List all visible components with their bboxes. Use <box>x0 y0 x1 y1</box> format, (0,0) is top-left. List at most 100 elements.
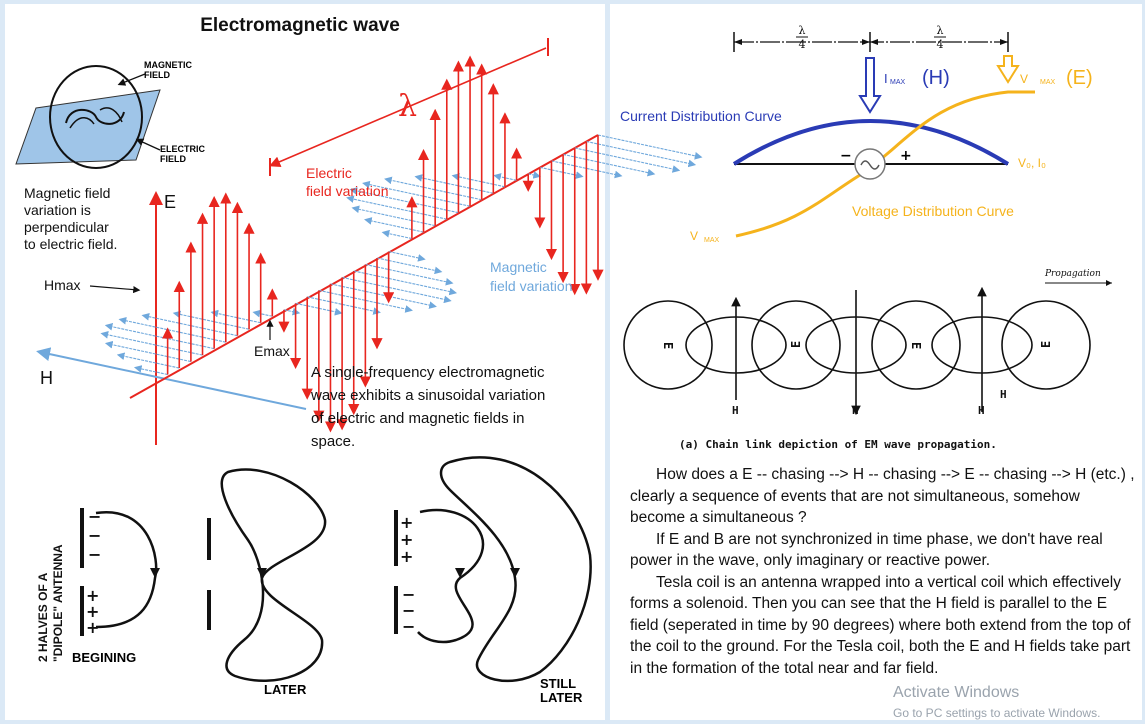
magnetic-field-vector <box>118 316 226 343</box>
magnetic-field-vector <box>597 134 703 160</box>
magnetic-field-vector <box>362 180 471 207</box>
e-loop-label: E <box>909 342 923 349</box>
vmin-label: V <box>690 229 698 243</box>
svg-text:A single-frequency electromagn: A single-frequency electromagnetic <box>311 364 545 381</box>
inset-magnetic-label-2: FIELD <box>144 70 170 80</box>
magnetic-field-vector <box>551 160 623 179</box>
magnetic-field-vector <box>451 173 506 188</box>
paragraph-1: How does a E -- chasing --> H -- chasing… <box>630 466 1135 526</box>
magnetic-field-vector <box>346 195 447 220</box>
svg-text:perpendicular: perpendicular <box>24 219 109 235</box>
electric-variation-label: Electric field variation <box>306 165 389 199</box>
magnetic-field-vector <box>388 250 426 262</box>
svg-text:−: − <box>88 526 101 545</box>
svg-text:(E): (E) <box>1066 67 1093 89</box>
lambda-label: λ <box>398 89 417 124</box>
paragraph-3: Tesla coil is an antenna wrapped into a … <box>630 573 1131 677</box>
magnetic-field-vector <box>252 309 273 318</box>
v0-i0-label: V₀, I₀ <box>1018 156 1046 170</box>
stage-still-label: STILL <box>540 676 576 691</box>
current-distribution-curve <box>732 119 1010 166</box>
h-loop-label: H <box>852 404 859 417</box>
propagation-label: Propagation <box>1044 269 1101 279</box>
magnetic-field-vector <box>586 140 697 168</box>
svg-text:MAX: MAX <box>1040 79 1056 86</box>
svg-text:of electric and magnetic field: of electric and magnetic fields in <box>311 410 524 427</box>
magnetic-field-vector <box>100 331 203 356</box>
field-inset: MAGNETIC FIELD ELECTRIC FIELD <box>15 60 206 169</box>
svg-text:+: + <box>400 513 413 532</box>
e-field-loop <box>871 300 961 390</box>
svg-text:(H): (H) <box>922 67 950 89</box>
svg-text:MAX: MAX <box>704 237 720 244</box>
em-wave-diagram: Electromagnetic wave MAGNETIC FIELD ELEC… <box>15 15 703 450</box>
magnetic-field-vector <box>349 187 459 214</box>
svg-text:−: − <box>402 601 415 620</box>
dipole-stage-2: LATER <box>207 468 327 697</box>
vmax-arrow <box>996 55 1020 84</box>
svg-text:variation is: variation is <box>24 202 91 218</box>
h-loop-label: H <box>732 404 739 417</box>
magnetic-field-vector <box>116 352 180 369</box>
svg-text:−: − <box>88 507 101 526</box>
e-field-loop <box>751 300 841 390</box>
voltage-curve-label: Voltage Distribution Curve <box>852 203 1014 219</box>
vmax-label: V <box>1020 72 1028 86</box>
magnetic-field-vector <box>574 147 681 173</box>
current-curve-label: Current Distribution Curve <box>620 108 782 124</box>
em-wave-caption: A single-frequency electromagnetic wave … <box>310 364 545 450</box>
paragraph-2: If E and B are not synchronized in time … <box>630 530 1103 570</box>
electric-field-arrows <box>162 55 604 433</box>
imax-label: I <box>884 71 888 86</box>
magnetic-field-vector <box>133 365 168 376</box>
magnetic-field-vector <box>562 153 656 177</box>
svg-text:+: + <box>400 547 413 566</box>
svg-text:Magnetic field: Magnetic field <box>24 185 110 201</box>
emax-label: Emax <box>254 343 290 359</box>
svg-text:field variation: field variation <box>490 278 573 294</box>
magnetic-field-vector <box>364 217 424 233</box>
em-wave-title: Electromagnetic wave <box>200 15 400 36</box>
svg-text:+: + <box>900 148 912 164</box>
magnetic-field-vector <box>528 171 542 179</box>
chain-caption: (a) Chain link depiction of EM wave prop… <box>679 438 997 451</box>
wavelength-arrow <box>269 47 547 168</box>
svg-text:"DIPOLE" ANTENNA: "DIPOLE" ANTENNA <box>51 544 65 662</box>
propagation-axis <box>129 134 599 399</box>
e-field-loop <box>1001 300 1091 390</box>
magnetic-field-arrows <box>100 134 703 376</box>
distribution-diagram: λ 4 λ 4 I MAX (H) V MAX (E) − + Current … <box>620 24 1093 244</box>
dipole-diagram: 2 HALVES OF A "DIPOLE" ANTENNA − − − + +… <box>36 456 592 705</box>
side-note: Magnetic field variation is perpendicula… <box>24 185 117 252</box>
dipole-stage-3: + + + − − − STILL LATER <box>394 456 592 705</box>
e-loop-label: E <box>789 341 803 348</box>
svg-text:+: + <box>400 530 413 549</box>
magnetic-field-vector <box>414 174 494 194</box>
magnetic-field-vector <box>539 166 584 179</box>
svg-text:4: 4 <box>799 38 806 51</box>
h-axis-label: H <box>40 368 53 388</box>
magnetic-variation-label: Magnetic field variation <box>490 259 573 294</box>
h-axis <box>36 347 307 410</box>
magnetic-field-vector <box>384 176 482 201</box>
magnetic-field-vector <box>365 263 454 286</box>
svg-text:field variation: field variation <box>306 183 389 199</box>
e-field-loop <box>623 300 713 390</box>
svg-text:+: + <box>86 618 99 637</box>
e-loop-label: E <box>1039 341 1053 348</box>
magnetic-field-vector <box>376 257 443 275</box>
quarter-lambda-2: λ <box>937 24 944 37</box>
magnetic-field-vector <box>330 283 437 309</box>
svg-text:Electric: Electric <box>306 165 352 181</box>
svg-text:MAX: MAX <box>890 79 906 86</box>
e-loop-label: E <box>661 342 675 349</box>
svg-text:wave exhibits a sinusoidal var: wave exhibits a sinusoidal variation <box>310 387 545 404</box>
magnetic-field-vector <box>351 205 436 227</box>
dipole-stage-1: − − − + + + BEGINING <box>72 507 160 665</box>
magnetic-field-vector <box>493 173 517 181</box>
magnetic-field-vector <box>341 276 452 304</box>
svg-text:to electric field.: to electric field. <box>24 236 117 252</box>
stage-begining-label: BEGINING <box>72 650 136 665</box>
